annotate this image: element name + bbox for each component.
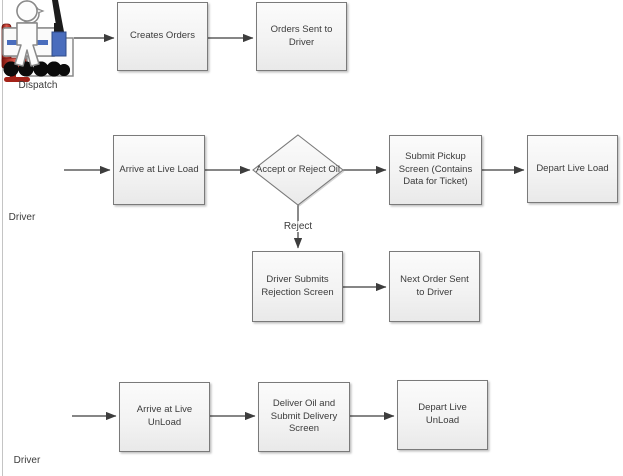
truck-wheel xyxy=(46,61,62,77)
person-head xyxy=(16,0,38,22)
truck-wheel xyxy=(58,64,70,76)
truck-wheel xyxy=(33,61,49,77)
decision-diamond-shape xyxy=(252,134,345,207)
step-creates-orders: Creates Orders xyxy=(117,2,208,71)
step-driver-submits-rejection: Driver Submits Rejection Screen xyxy=(252,251,343,322)
decision-accept-or-reject-oil: Accept or Reject Oil xyxy=(256,163,340,175)
monitor xyxy=(52,0,65,38)
step-arrive-at-live-unload: Arrive at Live UnLoad xyxy=(119,382,210,452)
step-orders-sent-to-driver: Orders Sent to Driver xyxy=(256,2,347,71)
driver-label: Driver xyxy=(8,212,36,223)
step-depart-live-load: Depart Live Load xyxy=(527,135,618,203)
driver-truck-icon xyxy=(2,0,70,77)
dispatch-label: Dispatch xyxy=(18,80,58,91)
truck-exhaust xyxy=(54,23,59,32)
step-next-order-sent: Next Order Sent to Driver xyxy=(389,251,480,322)
step-submit-pickup-screen: Submit Pickup Screen (Contains Data for … xyxy=(389,135,482,205)
reject-branch-label: Reject xyxy=(276,221,320,232)
chair-base xyxy=(4,77,30,82)
step-arrive-at-live-load: Arrive at Live Load xyxy=(113,135,205,205)
truck-wheel xyxy=(3,61,19,77)
step-deliver-oil-submit-delivery: Deliver Oil and Submit Delivery Screen xyxy=(258,382,350,452)
person-body xyxy=(14,22,40,67)
driver-label: Driver xyxy=(13,455,41,466)
step-depart-live-unload: Depart Live UnLoad xyxy=(397,380,488,450)
truck-cab xyxy=(51,31,67,57)
page-edge-line xyxy=(2,0,3,476)
